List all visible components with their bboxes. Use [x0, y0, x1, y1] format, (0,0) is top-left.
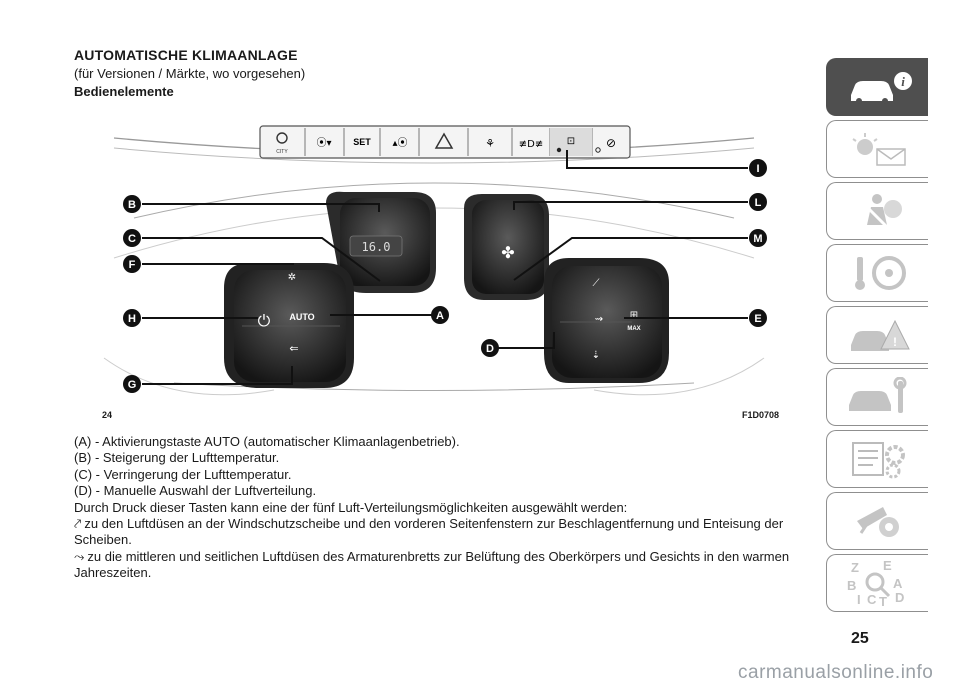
- svg-text:Z: Z: [851, 560, 859, 575]
- speed-icon: ▴⦿: [392, 137, 407, 149]
- option-dashboard: ⤳zu die mittleren und seitlichen Luftdüs…: [74, 549, 804, 582]
- dashboard-air-icon: ⤳: [74, 548, 85, 564]
- svg-text:!: !: [893, 335, 897, 349]
- climate-control-drawing: CITY ⦿▾ SET ▴⦿ ⚘ ≢D≢ ⊡ ⊘ 16.0 ✲ ⏻ AUTO ⇐…: [103, 125, 767, 396]
- svg-text:E: E: [883, 558, 892, 573]
- tab-warning-lights[interactable]: [826, 120, 928, 178]
- climate-control-illustration: CITY ⦿▾ SET ▴⦿ ⚘ ≢D≢ ⊡ ⊘ 16.0 ✲ ⏻ AUTO ⇐…: [74, 108, 794, 426]
- svg-text:A: A: [893, 576, 903, 591]
- max-defrost-icon: ⊞: [630, 310, 638, 321]
- svg-text:E: E: [754, 313, 761, 325]
- specifications-icon: [851, 442, 905, 479]
- recirc-air-icon: ⇐: [289, 342, 298, 355]
- tab-multimedia[interactable]: [826, 492, 928, 550]
- page-number: 25: [851, 630, 869, 647]
- tab-car-info[interactable]: i: [826, 58, 928, 116]
- svg-text:B: B: [847, 578, 856, 593]
- face-vent-icon: ⇝: [595, 314, 603, 325]
- airbag-icon: [863, 194, 902, 229]
- body-text: (A) - Aktivierungstaste AUTO (automatisc…: [74, 434, 804, 582]
- windshield-vent-icon: ⟋: [593, 278, 600, 289]
- steering-wheel-icon: [854, 256, 906, 290]
- power-icon: ⏻: [258, 311, 271, 330]
- item-d: (D) - Manuelle Auswahl der Luftverteilun…: [74, 483, 317, 499]
- set-label: SET: [353, 137, 371, 147]
- tab-steering[interactable]: [826, 244, 928, 302]
- tab-airbag[interactable]: [826, 182, 928, 240]
- svg-text:M: M: [753, 233, 762, 245]
- option-windshield: ⤤zu den Luftdüsen an der Windschutzschei…: [74, 516, 804, 549]
- rear-defrost-icon: ⊡: [567, 136, 575, 147]
- tab-specifications[interactable]: [826, 430, 928, 488]
- section-heading: Bedienelemente: [74, 84, 174, 99]
- svg-text:G: G: [128, 379, 137, 391]
- tab-maintenance[interactable]: [826, 368, 928, 426]
- start-stop-icon: ⊘: [606, 136, 616, 150]
- max-label: MAX: [627, 326, 640, 332]
- item-c: (C) - Verringerung der Lufttemperatur.: [74, 466, 292, 482]
- beam-icon: ⦿▾: [316, 137, 331, 149]
- city-label: CITY: [276, 149, 288, 155]
- traction-icon: ⚘: [485, 137, 495, 150]
- chapter-title: AUTOMATISCHE KLIMAANLAGE: [74, 47, 298, 63]
- intro-text: Durch Druck dieser Tasten kann eine der …: [74, 499, 628, 515]
- hazard-icon: [434, 132, 454, 149]
- svg-text:D: D: [895, 590, 904, 605]
- emergency-icon: !: [850, 319, 910, 351]
- multimedia-icon: [856, 507, 899, 537]
- foot-vent-icon: ⇣: [592, 350, 600, 361]
- svg-text:i: i: [901, 74, 905, 89]
- page-ref-label: 24: [102, 410, 113, 420]
- item-b: (B) - Steigerung der Lufttemperatur.: [74, 450, 280, 466]
- tab-emergency[interactable]: !: [826, 306, 928, 364]
- windshield-air-icon: ⤤: [74, 516, 82, 532]
- auto-label: AUTO: [289, 312, 314, 322]
- svg-text:L: L: [755, 197, 762, 209]
- svg-text:I: I: [857, 592, 861, 607]
- option-windshield-text: zu den Luftdüsen an der Windschutzscheib…: [74, 516, 784, 548]
- temperature-display: 16.0: [362, 240, 391, 254]
- svg-text:F: F: [129, 259, 136, 271]
- fog-light-icon: ≢D≢: [519, 139, 543, 150]
- figure-id-label: F1D0708: [742, 410, 780, 420]
- fan-icon: ✤: [501, 243, 514, 262]
- item-a: (A) - Aktivierungstaste AUTO (automatisc…: [74, 434, 460, 449]
- warning-lights-icon: [851, 133, 906, 166]
- svg-text:H: H: [128, 313, 136, 325]
- car-info-icon: i: [850, 72, 912, 104]
- svg-text:B: B: [128, 199, 136, 211]
- svg-text:D: D: [486, 343, 494, 355]
- svg-text:C: C: [128, 233, 136, 245]
- chapter-subtitle: (für Versionen / Märkte, wo vorgesehen): [74, 66, 306, 81]
- svg-text:C: C: [867, 592, 877, 607]
- recirculation-icon: ✲: [288, 272, 296, 283]
- svg-text:T: T: [879, 594, 887, 608]
- svg-text:I: I: [756, 163, 759, 175]
- callout-markers: B C F H G A D E L M I: [123, 159, 767, 393]
- option-dashboard-text: zu die mittleren und seitlichen Luftdüse…: [74, 548, 790, 581]
- watermark: carmanualsonline.info: [738, 662, 934, 683]
- svg-text:A: A: [436, 310, 444, 322]
- maintenance-icon: [848, 377, 906, 413]
